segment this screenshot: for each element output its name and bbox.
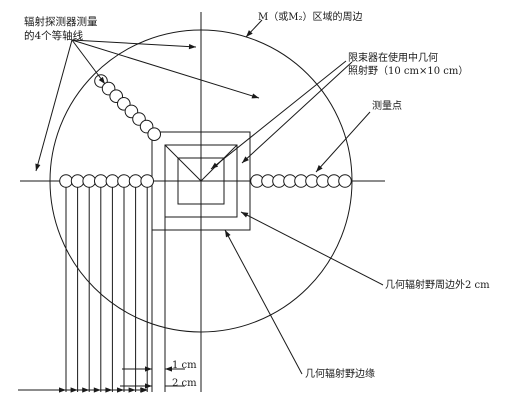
leader-measure-point-head [316, 165, 323, 172]
baseline-tick-arrow [117, 387, 124, 393]
baseline-tick-arrow [70, 387, 78, 393]
leader-outer-field-head [241, 212, 249, 218]
leader-axis-diagonal-shaft [71, 39, 106, 85]
diagonal-measure-point [147, 127, 161, 141]
outer-field-label: 几何辐射野周边外2 cm [385, 280, 490, 291]
leader-collimator-shaft [210, 60, 347, 170]
left-measure-point [128, 174, 143, 188]
collimator-label-line1: 限束器在使用中几何 [348, 53, 438, 64]
left-measure-point [105, 174, 120, 188]
leader-axis-diagonal-head [98, 76, 105, 84]
detector-axes-label-line1: 辐射探测器测量 [24, 16, 98, 28]
left-measure-point [70, 174, 85, 188]
geometric-field-edge-label: 几何辐射野边缘 [305, 369, 375, 380]
leader-collimator-2-head [242, 156, 249, 163]
leader-measure-point-shaft [315, 111, 371, 173]
baseline-tick-arrow [93, 387, 101, 393]
baseline-tick-arrow [82, 387, 90, 393]
leader-collimator-head [211, 162, 219, 169]
baseline-tick-arrow [128, 387, 136, 393]
dimension-2cm-label: 2 cm [172, 378, 197, 389]
leader-axis-left-shaft [35, 39, 73, 172]
dim-1cm-arrow-right [145, 366, 152, 372]
leader-axis-diagonal2-shaft [71, 39, 260, 99]
leader-outer-field-shaft [240, 211, 384, 286]
baseline-tick-arrow [105, 387, 113, 393]
measure-point-label: 测量点 [372, 101, 402, 112]
inner-field-square [177, 157, 225, 205]
baseline-end-arrow [141, 387, 148, 393]
left-measure-point [94, 174, 108, 188]
leader-axis-vertical-shaft [71, 39, 197, 48]
leader-collimator-2-shaft [241, 61, 353, 164]
leader-axis-diagonal2-head [251, 93, 259, 99]
left-measure-point [82, 174, 96, 188]
collimator-left-edge [164, 144, 202, 182]
region-perimeter-label: M（或M₂）区域的周边 [258, 12, 363, 23]
leader-geometric-field-head [225, 230, 231, 238]
collimator-label-line2: 照射野（10 cm×10 cm） [348, 66, 469, 77]
baseline-tick-arrow [59, 387, 66, 393]
left-measure-point [117, 174, 131, 188]
dimension-1cm-label: 1 cm [172, 360, 197, 371]
leader-axis-left-head [35, 163, 41, 171]
detector-axes-label-line2: 的4个等轴线 [24, 30, 84, 42]
left-measure-point [140, 174, 154, 188]
left-measure-point [59, 174, 73, 188]
leader-region-head [246, 30, 253, 37]
leader-axis-vertical-head [188, 44, 196, 50]
dim-2cm-arrow-right [145, 383, 152, 389]
leader-geometric-field-shaft [224, 229, 303, 375]
right-measure-point [338, 174, 352, 188]
